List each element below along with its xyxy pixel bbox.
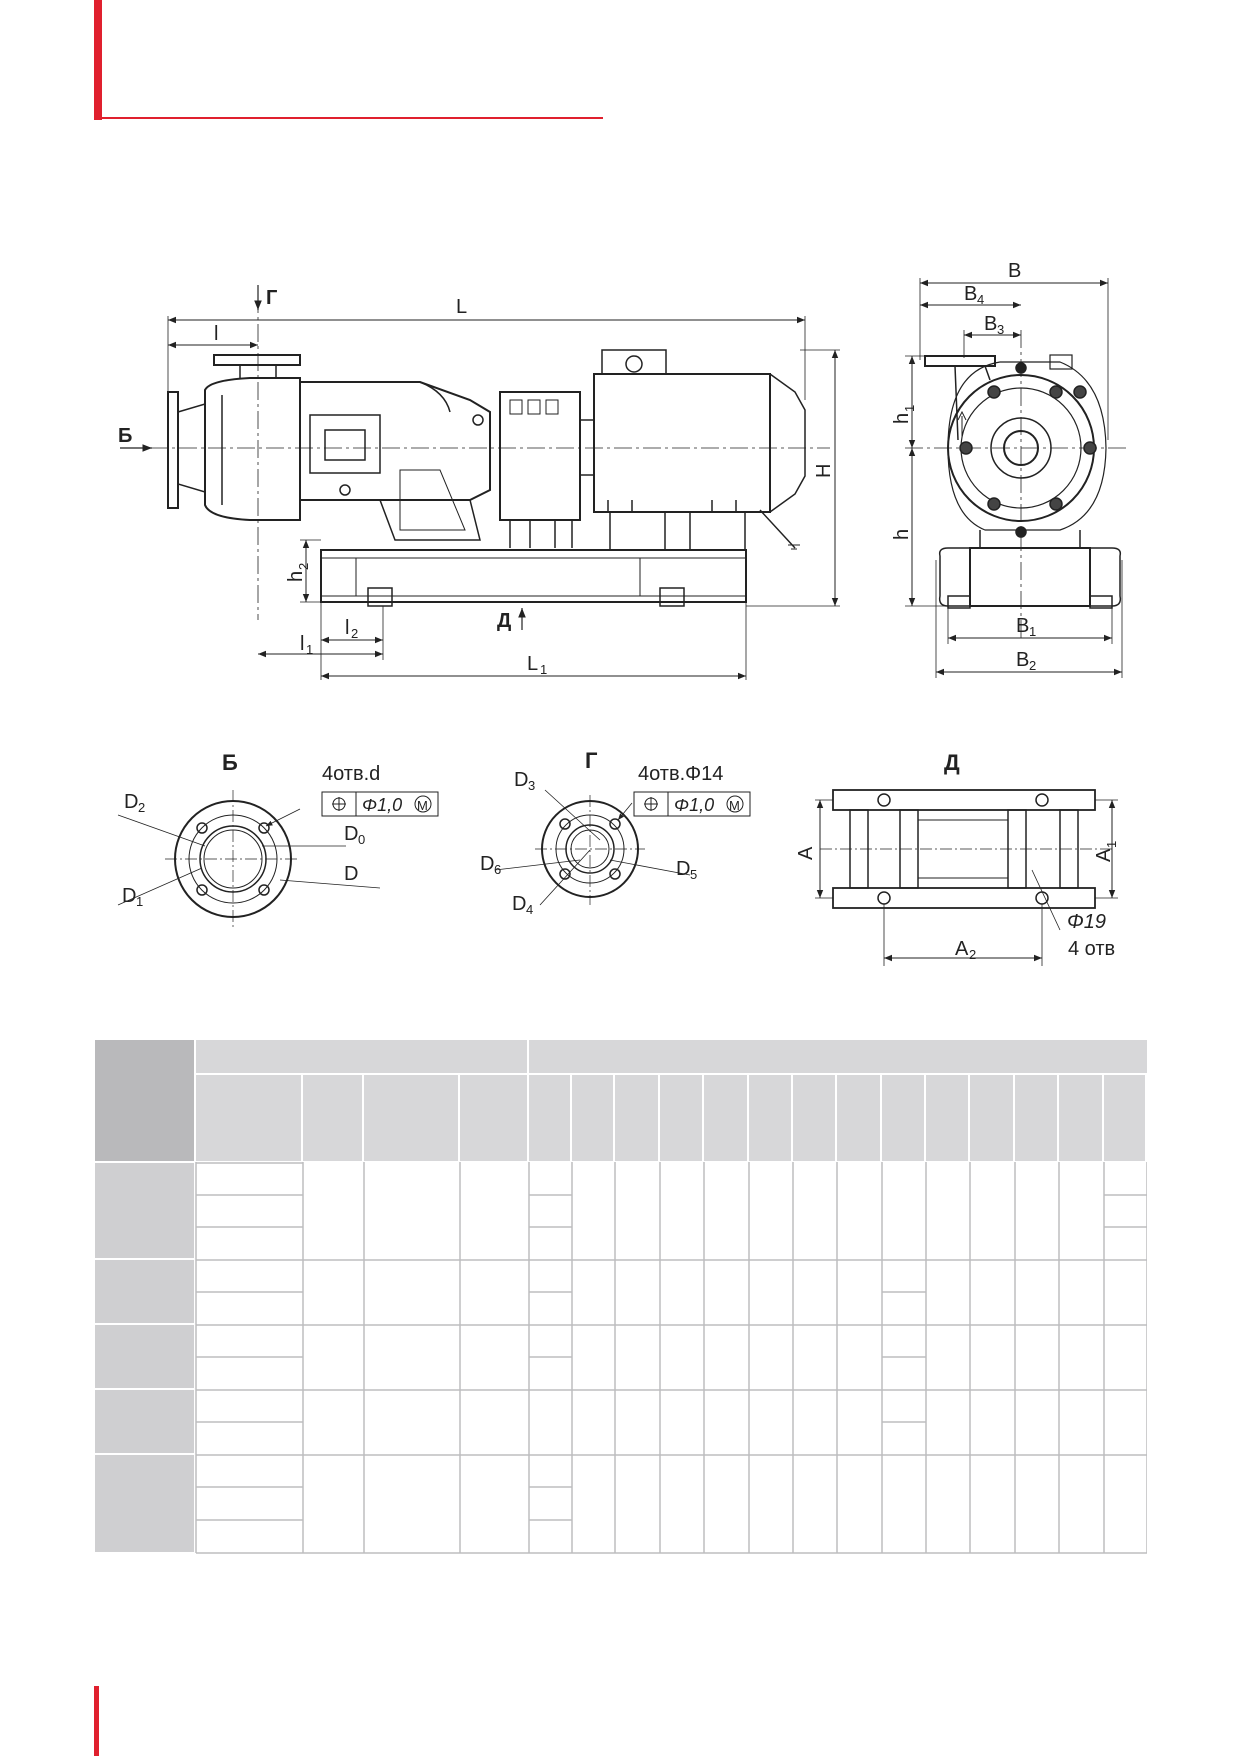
view-g-D5: D — [676, 858, 690, 880]
table-header-cell — [572, 1075, 613, 1161]
accent-bar-top — [94, 0, 102, 120]
dim-label-L: L — [456, 296, 467, 318]
table-header-cell — [1059, 1075, 1102, 1161]
view-arrow-d-label: Д — [497, 610, 511, 632]
view-b-D2-sub: 2 — [138, 800, 145, 815]
view-d-A2: A — [955, 938, 969, 960]
table-header-cell — [1104, 1075, 1145, 1161]
header-rule — [94, 117, 603, 119]
table-row-group — [95, 1163, 194, 1258]
table-header-cell — [660, 1075, 702, 1161]
view-g-D3-sub: 3 — [528, 778, 535, 793]
view-d-A1-sub: 1 — [1104, 841, 1119, 848]
view-b-D2: D — [124, 791, 138, 813]
table-header-cell — [749, 1075, 791, 1161]
view-g-D6-sub: 6 — [494, 862, 501, 877]
dim-label-h1-sub: 1 — [902, 405, 917, 412]
view-d-A1: A — [1093, 848, 1115, 862]
view-b-D1: D — [122, 885, 136, 907]
view-g-D3: D — [514, 769, 528, 791]
accent-bar-bottom — [94, 1686, 99, 1756]
end-view — [905, 278, 1130, 678]
dimensions-table — [95, 1040, 1147, 1555]
table-row-group — [95, 1455, 194, 1552]
table-header-cell — [529, 1075, 570, 1161]
technical-drawing: L l Г Б H h 2 Д l 2 l 1 L 1 B B 4 B 3 h … — [117, 260, 1130, 966]
table-header-cell — [364, 1075, 458, 1161]
dim-label-l1: l — [300, 633, 304, 655]
view-b-D: D — [344, 863, 358, 885]
dim-label-B: B — [1008, 260, 1021, 282]
view-g-flange — [494, 789, 751, 906]
view-g-holes: 4отв.Φ14 — [638, 763, 723, 785]
dim-label-B3: B — [984, 313, 997, 335]
main-view — [120, 285, 840, 680]
table-header-cell — [615, 1075, 658, 1161]
table-header-cell — [704, 1075, 747, 1161]
view-d-A2-sub: 2 — [969, 947, 976, 962]
dim-label-l1-sub: 1 — [306, 642, 313, 657]
dim-label-h1: h — [891, 413, 913, 424]
view-arrow-b-label: Б — [118, 425, 132, 447]
table-header-group-2 — [529, 1040, 1147, 1073]
dim-label-B1-sub: 1 — [1029, 624, 1036, 639]
table-header-cell — [970, 1075, 1013, 1161]
table-header-group-1 — [196, 1040, 527, 1073]
table-body-grid — [195, 1162, 1147, 1554]
dim-label-l: l — [214, 323, 218, 345]
dim-label-B2: B — [1016, 649, 1029, 671]
table-header-cell — [837, 1075, 880, 1161]
view-d-base — [815, 789, 1118, 966]
dim-label-h: h — [891, 529, 913, 540]
view-g-tolerance: Φ1,0 — [674, 795, 714, 815]
view-arrow-g-label: Г — [266, 287, 277, 309]
table-header-corner — [95, 1040, 194, 1161]
view-b-D0-sub: 0 — [358, 832, 365, 847]
table-header-cell — [460, 1075, 527, 1161]
view-g-tolerance-mark: M — [729, 798, 740, 813]
table-row-group — [95, 1260, 194, 1323]
view-g-title: Г — [585, 748, 598, 773]
table-row-group — [95, 1390, 194, 1453]
view-d-hole-dia: Φ19 — [1067, 911, 1106, 933]
view-g-D5-sub: 5 — [690, 867, 697, 882]
dim-label-B4: B — [964, 283, 977, 305]
view-b-tolerance-mark: M — [417, 798, 428, 813]
table-row-group — [95, 1325, 194, 1388]
dim-label-B1: B — [1016, 615, 1029, 637]
table-header-cell — [1015, 1075, 1057, 1161]
view-b-flange — [117, 790, 439, 928]
table-header-cell — [793, 1075, 835, 1161]
view-b-tolerance: Φ1,0 — [362, 795, 402, 815]
view-b-title: Б — [222, 750, 238, 775]
view-b-D1-sub: 1 — [136, 894, 143, 909]
dim-label-B4-sub: 4 — [977, 292, 984, 307]
table-header-cell — [926, 1075, 968, 1161]
view-b-holes: 4отв.d — [322, 763, 380, 785]
view-d-hole-count: 4 отв — [1068, 938, 1115, 960]
table-header-cell — [303, 1075, 362, 1161]
dim-label-B2-sub: 2 — [1029, 658, 1036, 673]
dim-label-l2: l — [345, 617, 349, 639]
dim-label-L1: L — [527, 653, 538, 675]
table-header-cell — [196, 1075, 301, 1161]
dim-label-h2: h — [285, 571, 307, 582]
dim-label-H: H — [813, 464, 835, 478]
view-g-D4: D — [512, 893, 526, 915]
view-g-D4-sub: 4 — [526, 902, 533, 917]
view-b-D0: D — [344, 823, 358, 845]
table-header-cell — [882, 1075, 924, 1161]
dim-label-L1-sub: 1 — [540, 662, 547, 677]
dim-label-B3-sub: 3 — [997, 322, 1004, 337]
dim-label-l2-sub: 2 — [351, 626, 358, 641]
view-d-A: A — [795, 846, 817, 860]
view-d-title: Д — [944, 750, 960, 775]
dim-label-h2-sub: 2 — [296, 563, 311, 570]
view-g-D6: D — [480, 853, 494, 875]
